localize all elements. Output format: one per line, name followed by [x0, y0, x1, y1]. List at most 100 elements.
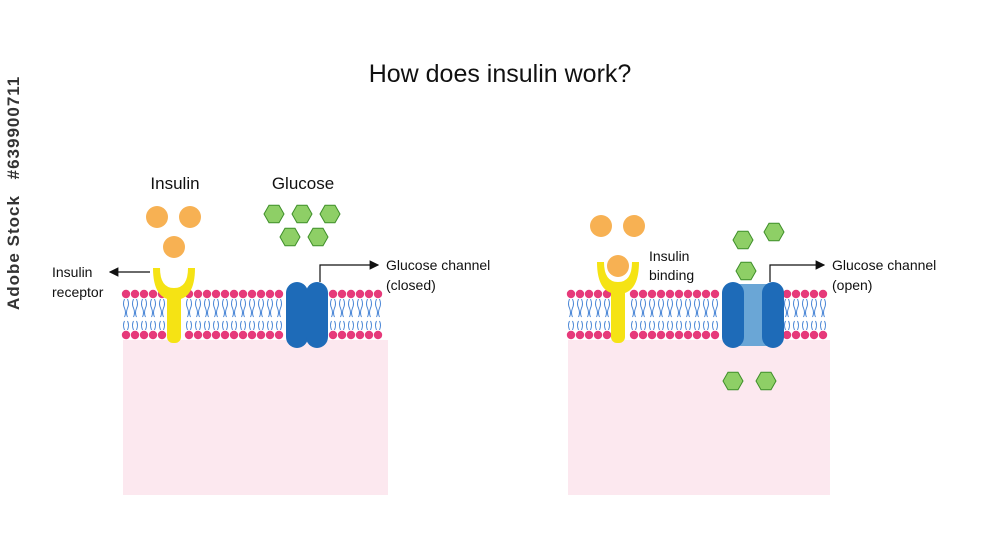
lipid-head [337, 289, 347, 299]
lipid-tail [820, 298, 823, 318]
lipid-tail [572, 320, 574, 331]
lipid-head [193, 330, 203, 340]
lipid-tail [788, 320, 790, 331]
lipid-tail [824, 320, 826, 331]
lipid-tail [330, 320, 332, 331]
lipid-tail [375, 298, 378, 318]
lipid-head [229, 330, 239, 340]
lipid-head [584, 330, 594, 340]
lipid-tail [342, 298, 345, 318]
lipid-tail [360, 298, 363, 318]
lipid-tail [653, 320, 655, 331]
lipid-tail [658, 320, 660, 331]
lipid-head [193, 289, 203, 299]
bound-insulin-molecule [607, 255, 629, 277]
lipid-tail [186, 298, 189, 318]
lipid-tail [631, 320, 633, 331]
lipid-head [130, 289, 140, 299]
binding-label-line2: binding [649, 267, 694, 283]
lipid-tail [267, 320, 269, 331]
lipid-tail [222, 320, 224, 331]
lipid-head [791, 289, 801, 299]
lipid-tail [249, 320, 251, 331]
left-panel: Insulin Glucose Insulin receptor Glucose… [52, 174, 490, 495]
lipid-tail [698, 320, 700, 331]
lipid-head [566, 289, 576, 299]
lipid-tail [703, 298, 706, 318]
lipid-tail [198, 298, 201, 318]
lipid-tail [357, 298, 360, 318]
glucose-molecule [763, 222, 785, 242]
lipid-tail [271, 320, 273, 331]
lipid-tail [590, 320, 592, 331]
lipid-head [791, 330, 801, 340]
lipid-tail [330, 298, 333, 318]
lipid-head [782, 289, 792, 299]
lipid-tail [159, 298, 162, 318]
lipid-head [247, 289, 257, 299]
left-cell-membrane [121, 289, 383, 340]
lipid-tail [685, 298, 688, 318]
lipid-tail [676, 320, 678, 331]
lipid-tail [607, 298, 610, 318]
lipid-tail [652, 298, 655, 318]
lipid-head [229, 289, 239, 299]
glucose-molecule [732, 230, 754, 250]
lipid-tail [716, 320, 718, 331]
lipid-tail [135, 298, 138, 318]
lipid-tail [805, 298, 808, 318]
right-cytoplasm [568, 340, 830, 495]
lipid-tail [366, 298, 369, 318]
lipid-head [674, 330, 684, 340]
lipid-tail [715, 298, 718, 318]
lipid-tail [208, 320, 210, 331]
lipid-head [602, 330, 612, 340]
lipid-tail [253, 320, 255, 331]
right-panel: Insulin binding Glucose channel (open) [566, 215, 936, 495]
lipid-tail [145, 320, 147, 331]
lipid-tail [366, 320, 368, 331]
lipid-tail [679, 298, 682, 318]
insulin-molecule [623, 215, 645, 237]
lipid-tail [204, 320, 206, 331]
lipid-head [220, 330, 230, 340]
lipid-tail [132, 320, 134, 331]
lipid-tail [608, 320, 610, 331]
lipid-tail [814, 298, 817, 318]
lipid-tail [586, 320, 588, 331]
lipid-head [139, 289, 149, 299]
lipid-tail [150, 320, 152, 331]
glucose-molecule [263, 204, 285, 224]
lipid-tail [793, 320, 795, 331]
lipid-head [638, 289, 648, 299]
lipid-tail [811, 320, 813, 331]
lipid-head [238, 330, 248, 340]
lipid-tail [703, 320, 705, 331]
lipid-tail [186, 320, 188, 331]
lipid-tail [123, 298, 126, 318]
lipid-head [274, 289, 284, 299]
lipid-tail [577, 320, 579, 331]
lipid-tail [126, 298, 129, 318]
lipid-tail [127, 320, 129, 331]
lipid-head [202, 330, 212, 340]
lipid-head [265, 330, 275, 340]
lipid-tail [811, 298, 814, 318]
lipid-tail [222, 298, 225, 318]
lipid-tail [226, 320, 228, 331]
lipid-tail [815, 320, 817, 331]
insulin-molecules [590, 215, 645, 237]
lipid-head [373, 330, 383, 340]
lipid-tail [141, 320, 143, 331]
lipid-head [665, 289, 675, 299]
lipid-tail [667, 298, 670, 318]
lipid-head [638, 330, 648, 340]
lipid-tail [244, 320, 246, 331]
lipid-head [256, 330, 266, 340]
lipid-head [701, 289, 711, 299]
lipid-head [809, 330, 819, 340]
lipid-tail [262, 320, 264, 331]
lipid-head [157, 330, 167, 340]
lipid-head [575, 289, 585, 299]
lipid-tail [348, 298, 351, 318]
